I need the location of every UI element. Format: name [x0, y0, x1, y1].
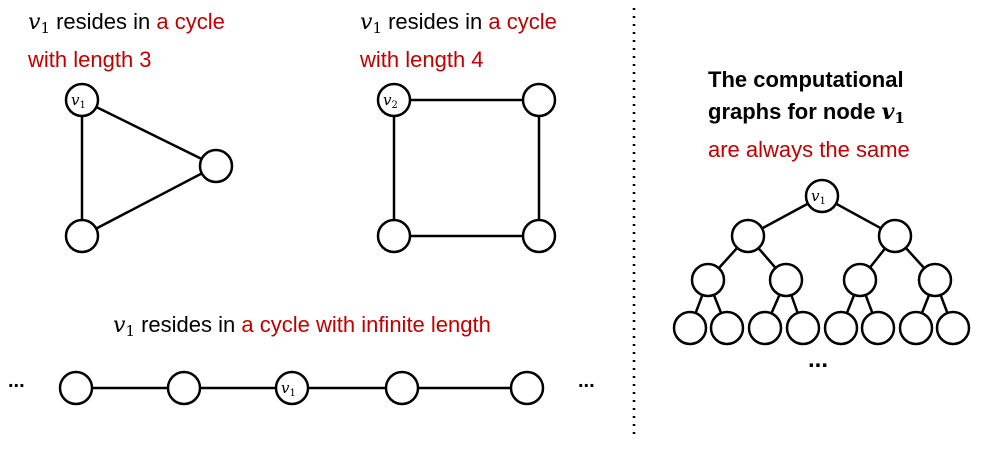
tree-leaf [823, 310, 859, 346]
caption-variable: v [881, 99, 895, 125]
caption-subscript: 1 [125, 322, 135, 340]
line-ellipsis-right: ... [578, 370, 595, 392]
graph-node [376, 218, 412, 254]
square-caption: v1 resides in a cycle with length 4 [360, 6, 557, 76]
graph-edge [81, 164, 217, 238]
tree-ellipsis: ... [808, 346, 829, 373]
triangle-caption: v1 resides in a cycle with length 3 [28, 6, 225, 76]
tree-caption: The computational graphs for node v1 are… [708, 64, 910, 166]
graph-node [58, 370, 94, 406]
tree-node [730, 218, 766, 254]
caption-subscript: 1 [40, 19, 50, 37]
triangle-graph: v1 [64, 82, 234, 254]
caption-highlight-line2: with length 4 [360, 47, 484, 72]
node-label: v1 [71, 91, 86, 111]
caption-text: resides in [381, 9, 489, 34]
tree-leaf [785, 310, 821, 346]
tree-leaf [935, 310, 971, 346]
caption-highlight-line2: with length 3 [28, 47, 152, 72]
line-graph: v1 [58, 370, 545, 406]
node-label: v1 [811, 187, 826, 207]
graph-node [198, 148, 234, 184]
caption-variable: v [113, 313, 126, 338]
tree-leaf [672, 310, 708, 346]
tree-node [842, 262, 878, 298]
caption-text: resides in [49, 9, 157, 34]
tree-node [804, 178, 840, 214]
tree-leaf [747, 310, 783, 346]
tree-caption-line2: graphs for node [708, 99, 882, 124]
tree-leaf [709, 310, 745, 346]
tree-node [690, 262, 726, 298]
graph-node [166, 370, 202, 406]
line-ellipsis-left: ... [8, 370, 25, 392]
caption-subscript: 1 [894, 109, 905, 127]
graph-node [509, 370, 545, 406]
tree-node [768, 262, 804, 298]
tree-node [917, 262, 953, 298]
graph-node [64, 82, 100, 118]
graph-node [521, 218, 557, 254]
caption-highlight: a cycle [488, 9, 557, 34]
node-label: v2 [383, 91, 398, 111]
tree-leaf [898, 310, 934, 346]
caption-highlight: a cycle [156, 9, 225, 34]
caption-highlight: a cycle with infinite length [241, 312, 491, 337]
graph-edge [81, 98, 217, 168]
caption-variable: v [360, 10, 373, 35]
caption-text: resides in [134, 312, 242, 337]
graph-node [274, 370, 310, 406]
node-label: v1 [281, 379, 296, 399]
graph-node [376, 82, 412, 118]
square-graph: v2 [376, 82, 557, 254]
graph-node [64, 218, 100, 254]
computation-tree: v1 [672, 178, 971, 346]
caption-subscript: 1 [372, 19, 382, 37]
tree-caption-highlight: are always the same [708, 137, 910, 162]
caption-variable: v [28, 10, 41, 35]
tree-node [877, 218, 913, 254]
tree-leaf [860, 310, 896, 346]
line-caption: v1 resides in a cycle with infinite leng… [113, 309, 491, 347]
graph-node [384, 370, 420, 406]
graph-node [521, 82, 557, 118]
tree-caption-line1: The computational [708, 67, 904, 92]
